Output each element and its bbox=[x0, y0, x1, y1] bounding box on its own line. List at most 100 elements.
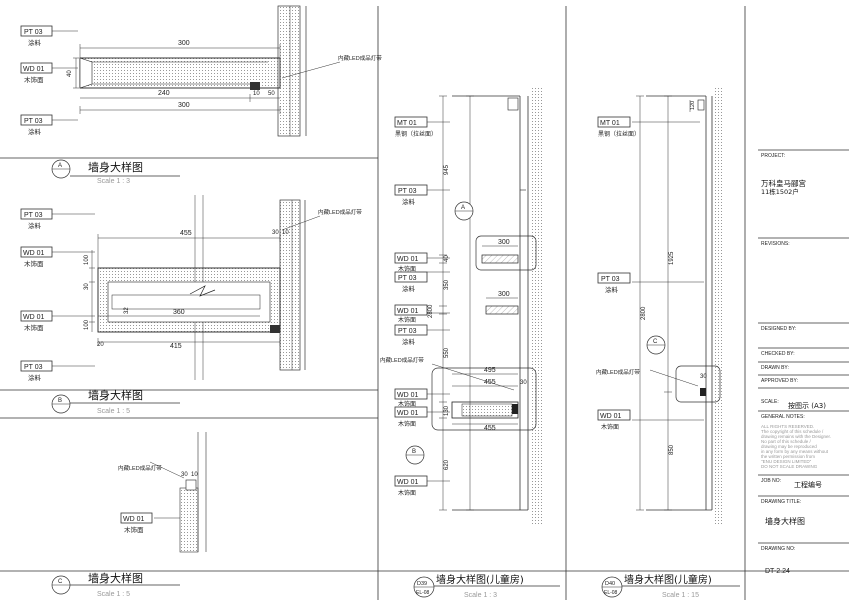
tb-checked-label: CHECKED BY: bbox=[761, 351, 795, 357]
tb-approved-label: APPROVED BY: bbox=[761, 378, 798, 384]
d40-dim-v1: 1925 bbox=[669, 251, 675, 265]
d39-callout-b: B bbox=[412, 449, 416, 455]
tb-drawing-no-label: DRAWING NO: bbox=[761, 546, 795, 552]
detail-a-tag-paint-bottom: PT 03 涂料 bbox=[20, 114, 53, 136]
detail-b-dim-s1: 30 bbox=[272, 230, 279, 236]
tb-notes-label: GENERAL NOTES: bbox=[761, 414, 805, 420]
detail-a-dim-mid: 240 bbox=[158, 90, 170, 97]
detail-b-dim-s2: 10 bbox=[282, 230, 289, 236]
svg-text:Scale 1 : 5: Scale 1 : 5 bbox=[97, 591, 130, 598]
svg-text:木饰面: 木饰面 bbox=[398, 489, 416, 497]
detail-c-led-label: 内藏LED成品灯带 bbox=[118, 464, 162, 472]
d39-dim-w1: 300 bbox=[498, 239, 510, 246]
tb-project-name: 万科皇马郦宫 bbox=[761, 178, 806, 188]
d39-callout-a: A bbox=[461, 205, 465, 211]
svg-text:木饰面: 木饰面 bbox=[124, 525, 144, 534]
svg-text:涂料: 涂料 bbox=[402, 284, 416, 293]
detail-a-title: A 墙身大样图 Scale 1 : 3 bbox=[51, 159, 180, 185]
svg-text:PT 03: PT 03 bbox=[398, 188, 417, 195]
tb-drawing-title-label: DRAWING TITLE: bbox=[761, 499, 801, 505]
svg-text:WD 01: WD 01 bbox=[23, 314, 45, 321]
d40-tag-paint: PT 03 涂料 bbox=[597, 272, 631, 294]
svg-text:墙身大样图(儿童房): 墙身大样图(儿童房) bbox=[436, 573, 524, 586]
svg-text:PT 03: PT 03 bbox=[398, 328, 417, 335]
svg-text:Scale 1 : 3: Scale 1 : 3 bbox=[464, 592, 497, 599]
svg-text:涂料: 涂料 bbox=[605, 285, 619, 294]
svg-text:WD 01: WD 01 bbox=[23, 66, 45, 73]
detail-b-drawing bbox=[52, 195, 321, 380]
detail-b-led-label: 内藏LED成品灯带 bbox=[318, 208, 362, 216]
detail-c-title: C 墙身大样图 Scale 1 : 5 bbox=[51, 571, 180, 598]
svg-text:PT 03: PT 03 bbox=[24, 118, 43, 125]
detail-b-dim-mid: 360 bbox=[173, 309, 185, 316]
svg-text:PT 03: PT 03 bbox=[24, 212, 43, 219]
detail-a-dim-h: 40 bbox=[67, 70, 73, 77]
d39-title: D39 EL-08 墙身大样图(儿童房) Scale 1 : 3 bbox=[413, 573, 560, 599]
tb-drawing-no: DT-2.24 bbox=[765, 568, 790, 575]
svg-text:PT 03: PT 03 bbox=[24, 364, 43, 371]
detail-c-drawing bbox=[149, 432, 207, 553]
detail-c-dim-s1: 30 bbox=[181, 472, 188, 478]
tb-notes: ALL RIGHTS RESERVED. The copyright of th… bbox=[761, 424, 831, 469]
tb-drawing-title: 墙身大样图 bbox=[765, 516, 805, 526]
d40-drawing bbox=[632, 86, 724, 526]
svg-text:PT 03: PT 03 bbox=[398, 275, 417, 282]
d40-dim-v2: 2800 bbox=[641, 306, 647, 320]
d39-tag-brushed: MT 01 黑钢（拉丝面） bbox=[394, 116, 437, 138]
svg-text:PT 03: PT 03 bbox=[601, 276, 620, 283]
svg-text:"ENU DESIGN LIMITED": "ENU DESIGN LIMITED" bbox=[761, 459, 812, 464]
panel-frame bbox=[0, 6, 849, 600]
d39-tag-paint-1: PT 03 涂料 bbox=[394, 184, 428, 206]
tb-revisions-label: REVISIONS: bbox=[761, 241, 790, 247]
svg-text:A: A bbox=[58, 163, 62, 169]
svg-text:MT 01: MT 01 bbox=[397, 120, 417, 127]
detail-b-tag-wood-top: WD 01 木饰面 bbox=[20, 246, 53, 268]
d39-tag-wood-1: WD 01 bbox=[394, 252, 428, 264]
svg-text:WD 01: WD 01 bbox=[123, 516, 145, 523]
svg-text:B: B bbox=[58, 398, 62, 404]
svg-text:WD 01: WD 01 bbox=[397, 392, 419, 399]
detail-b-dim-bottom: 415 bbox=[170, 343, 182, 350]
detail-a-tag-paint-top: PT 03 涂料 bbox=[20, 25, 53, 47]
svg-text:in any form by any means witho: in any form by any means without bbox=[761, 449, 829, 454]
d39-tag-paint-3: PT 03 涂料 bbox=[394, 324, 428, 346]
detail-b-dim-s3: 20 bbox=[97, 342, 104, 348]
svg-text:drawing remains with the Desig: drawing remains with the Designer. bbox=[761, 434, 831, 439]
svg-text:木饰面: 木饰面 bbox=[24, 75, 44, 84]
tb-job-value: 工程编号 bbox=[794, 480, 822, 489]
d39-dim-v1: 945 bbox=[444, 164, 450, 175]
svg-text:Scale 1 : 5: Scale 1 : 5 bbox=[97, 408, 130, 415]
detail-b-tag-paint-top: PT 03 涂料 bbox=[20, 208, 53, 230]
d39-dim-v3: 350 bbox=[444, 279, 450, 290]
svg-text:WD 01: WD 01 bbox=[600, 413, 622, 420]
svg-text:the written permission from: the written permission from bbox=[761, 454, 815, 459]
detail-c-tag-wood: WD 01 木饰面 bbox=[120, 512, 153, 534]
svg-text:WD 01: WD 01 bbox=[397, 256, 419, 263]
detail-b-dim-v4: 32 bbox=[124, 307, 130, 314]
detail-b-title: B 墙身大样图 Scale 1 : 5 bbox=[51, 388, 180, 415]
detail-b-tag-wood-bottom: WD 01 木饰面 bbox=[20, 310, 53, 332]
d40-tag-wood: WD 01 木饰面 bbox=[597, 409, 631, 431]
svg-text:涂料: 涂料 bbox=[402, 197, 416, 206]
d39-tag-wood-2: WD 01 bbox=[394, 304, 428, 316]
detail-a-dim-top: 300 bbox=[178, 40, 190, 47]
svg-text:涂料: 涂料 bbox=[402, 337, 416, 346]
d39-dim-w4: 455 bbox=[484, 379, 496, 386]
d39-dim-v7: 620 bbox=[444, 459, 450, 470]
d39-tag-wood-3: WD 01 bbox=[394, 388, 428, 400]
d39-tag-wood-3-label: 木饰面 bbox=[398, 400, 416, 408]
d39-led-label: 内藏LED成品灯带 bbox=[380, 356, 424, 364]
detail-a-tag-wood: WD 01 木饰面 bbox=[20, 62, 53, 84]
tb-job-label: JOB NO: bbox=[761, 478, 781, 484]
d39-tag-wood-5: WD 01 木饰面 bbox=[394, 475, 428, 497]
d40-dim-top: 120 bbox=[690, 101, 696, 110]
detail-b-dim-top: 455 bbox=[180, 230, 192, 237]
svg-text:涂料: 涂料 bbox=[28, 221, 42, 230]
svg-text:WD 01: WD 01 bbox=[397, 479, 419, 486]
svg-text:木饰面: 木饰面 bbox=[601, 423, 619, 431]
svg-text:Scale 1 : 15: Scale 1 : 15 bbox=[662, 592, 699, 599]
svg-text:涂料: 涂料 bbox=[28, 127, 42, 136]
tb-designed-label: DESIGNED BY: bbox=[761, 326, 796, 332]
d39-tag-wood-2-label: 木饰面 bbox=[398, 316, 416, 324]
